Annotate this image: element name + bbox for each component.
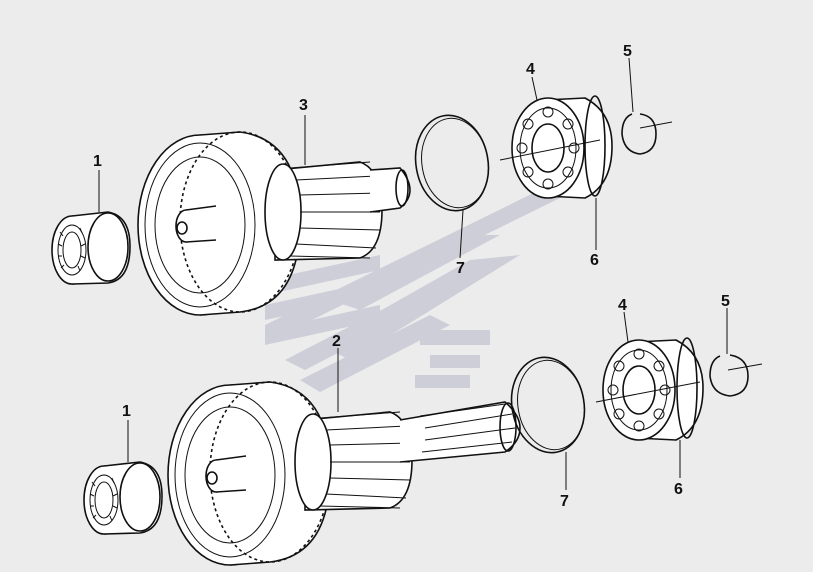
lower-gear-shaft — [167, 381, 521, 566]
upper-circlip — [621, 113, 673, 155]
upper-bearing-ring — [584, 95, 606, 197]
upper-seal-ring — [414, 114, 490, 212]
lower-seal-ring — [510, 356, 586, 454]
lower-ball-bearing — [595, 339, 704, 441]
callout-upper-gear-shaft: 3 — [299, 97, 308, 114]
callout-labels: 1 3 7 4 5 6 1 2 7 4 5 6 — [93, 43, 730, 510]
upper-roller-bearing — [51, 211, 131, 285]
callout-lower-gear-shaft: 2 — [332, 333, 341, 350]
callout-lower-roller-bearing: 1 — [122, 403, 131, 420]
callout-upper-circlip: 5 — [623, 43, 632, 60]
lower-bearing-ring — [676, 337, 698, 439]
upper-gear-shaft — [137, 131, 411, 316]
callout-upper-seal-ring: 7 — [456, 260, 465, 277]
callout-upper-roller-bearing: 1 — [93, 153, 102, 170]
lower-roller-bearing — [83, 461, 163, 535]
callout-upper-bearing-ring: 6 — [590, 252, 599, 269]
upper-ball-bearing — [499, 97, 613, 199]
callout-upper-ball-bearing: 4 — [526, 61, 535, 78]
callout-lower-circlip: 5 — [721, 293, 730, 310]
callout-lower-seal-ring: 7 — [560, 493, 569, 510]
callout-lower-ball-bearing: 4 — [618, 297, 627, 314]
callout-leaders — [98, 57, 728, 490]
lower-circlip — [709, 354, 763, 397]
brand-logo-watermark — [265, 180, 560, 392]
callout-lower-bearing-ring: 6 — [674, 481, 683, 498]
